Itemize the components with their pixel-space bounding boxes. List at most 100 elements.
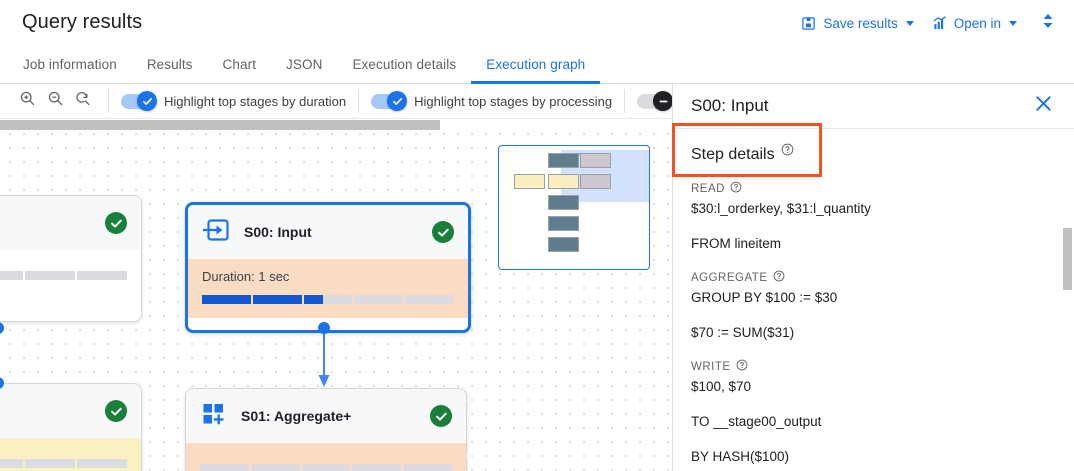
tab-job-information[interactable]: Job information <box>23 57 117 72</box>
node-duration-text: Duration: 1 sec <box>202 269 290 284</box>
toggle-highlight-by-processing[interactable]: Highlight top stages by processing <box>371 91 613 111</box>
expand-collapse-chevron-icon <box>1040 12 1056 35</box>
graph-node-s01-aggregate[interactable]: S01: Aggregate+ <box>185 388 467 471</box>
help-circle-icon[interactable] <box>736 359 748 374</box>
graph-toolbar: Highlight top stages by duration Highlig… <box>0 84 672 119</box>
aggregate-squares-icon <box>200 401 227 432</box>
toolbar-divider <box>108 89 109 113</box>
progress-segment <box>303 295 353 304</box>
tab-json[interactable]: JSON <box>286 57 323 72</box>
check-circle-icon <box>432 221 454 243</box>
toggle-processing-label: Highlight top stages by processing <box>414 93 613 109</box>
graph-horizontal-scrollbar[interactable] <box>0 119 672 131</box>
progress-segment <box>354 295 404 304</box>
graph-node-connector-dot[interactable] <box>0 322 4 334</box>
zoom-reset-button[interactable] <box>70 88 96 114</box>
panel-vertical-scrollbar-thumb[interactable] <box>1063 228 1072 290</box>
zoom-controls <box>0 88 96 114</box>
node-progress-bar <box>200 464 452 471</box>
detail-value-read: $30:l_orderkey, $31:l_quantity <box>691 201 871 216</box>
graph-minimap[interactable] <box>498 145 650 270</box>
zoom-out-icon <box>47 90 64 112</box>
panel-title: S00: Input <box>691 96 769 115</box>
toolbar-divider <box>358 89 360 113</box>
edge-label-records-partial: ecords <box>0 469 37 471</box>
graph-node-left-top[interactable] <box>0 195 142 322</box>
toggle-third-option[interactable] <box>637 91 672 111</box>
graph-node-connector-dot[interactable] <box>318 322 330 334</box>
label-text: AGGREGATE <box>691 271 768 284</box>
minimap-node <box>548 153 579 168</box>
detail-line-from: FROM lineitem <box>691 236 782 251</box>
switch-track <box>121 91 157 111</box>
progress-segment <box>403 464 452 471</box>
execution-graph-canvas[interactable]: 59.01M records ecords S00: Input Duratio <box>0 119 672 471</box>
toggle-duration-label: Highlight top stages by duration <box>164 93 347 109</box>
progress-segment <box>25 459 76 468</box>
toggle-highlight-by-duration[interactable]: Highlight top stages by duration <box>121 91 347 111</box>
help-circle-icon[interactable] <box>773 270 785 285</box>
detail-value-write: $100, $70 <box>691 379 752 394</box>
switch-track <box>371 91 408 111</box>
progress-segment <box>25 271 76 280</box>
progress-segment <box>352 464 402 471</box>
switch-track <box>637 91 672 111</box>
node-progress-bar <box>202 295 454 304</box>
tab-execution-details[interactable]: Execution details <box>352 57 457 72</box>
progress-segment <box>252 295 302 304</box>
node-body <box>0 438 141 471</box>
minimap-node <box>548 216 579 231</box>
check-circle-icon <box>105 400 127 422</box>
progress-segment <box>0 271 24 280</box>
progress-segment <box>0 459 24 468</box>
detail-line-to: TO __stage00_output <box>691 414 822 429</box>
toolbar-divider <box>624 89 626 113</box>
help-circle-icon[interactable] <box>781 143 794 161</box>
check-circle-icon <box>105 212 127 234</box>
graph-node-connector-dot[interactable] <box>0 377 4 389</box>
expand-panel-button[interactable] <box>1032 8 1064 38</box>
input-arrow-icon <box>202 217 230 248</box>
detail-value-aggregate: GROUP BY $100 := $30 <box>691 290 838 305</box>
label-text: READ <box>691 182 725 195</box>
minimap-node <box>548 195 579 210</box>
node-header <box>0 384 141 438</box>
close-button[interactable] <box>1030 93 1056 119</box>
zoom-out-button[interactable] <box>42 88 68 114</box>
node-progress-bar <box>0 459 127 468</box>
progress-segment <box>301 464 351 471</box>
panel-divider <box>673 128 1074 129</box>
node-header: S00: Input <box>188 205 468 259</box>
step-details-panel: S00: Input Step details <box>672 84 1074 471</box>
switch-knob <box>137 91 157 111</box>
graph-horizontal-scrollbar-thumb[interactable] <box>0 120 440 130</box>
progress-segment <box>200 464 249 471</box>
tab-chart[interactable]: Chart <box>222 57 257 72</box>
zoom-in-button[interactable] <box>14 88 40 114</box>
graph-node-s00-input[interactable]: S00: Input Duration: 1 sec <box>185 202 471 333</box>
progress-segment <box>405 295 454 304</box>
tab-execution-graph[interactable]: Execution graph <box>471 46 601 84</box>
save-results-button[interactable]: Save results <box>792 10 922 37</box>
minimap-node <box>548 174 579 189</box>
open-in-label: Open in <box>953 15 1001 31</box>
minimap-node <box>548 237 579 252</box>
check-circle-icon <box>430 405 452 427</box>
chart-bar-icon <box>932 15 947 31</box>
help-circle-icon[interactable] <box>730 181 742 196</box>
graph-node-left-bottom[interactable] <box>0 383 142 471</box>
label-text: WRITE <box>691 360 731 373</box>
close-icon <box>1034 94 1053 118</box>
tab-results[interactable]: Results <box>146 57 193 72</box>
open-in-button[interactable]: Open in <box>923 10 1026 37</box>
node-title: S00: Input <box>244 224 312 240</box>
save-results-label: Save results <box>823 15 898 31</box>
progress-segment <box>202 295 251 304</box>
node-title: S01: Aggregate+ <box>241 408 352 424</box>
page-title: Query results <box>22 11 143 33</box>
chevron-down-icon <box>905 20 914 26</box>
switch-knob <box>387 91 408 111</box>
minimap-node <box>580 153 611 168</box>
node-header <box>0 196 141 250</box>
